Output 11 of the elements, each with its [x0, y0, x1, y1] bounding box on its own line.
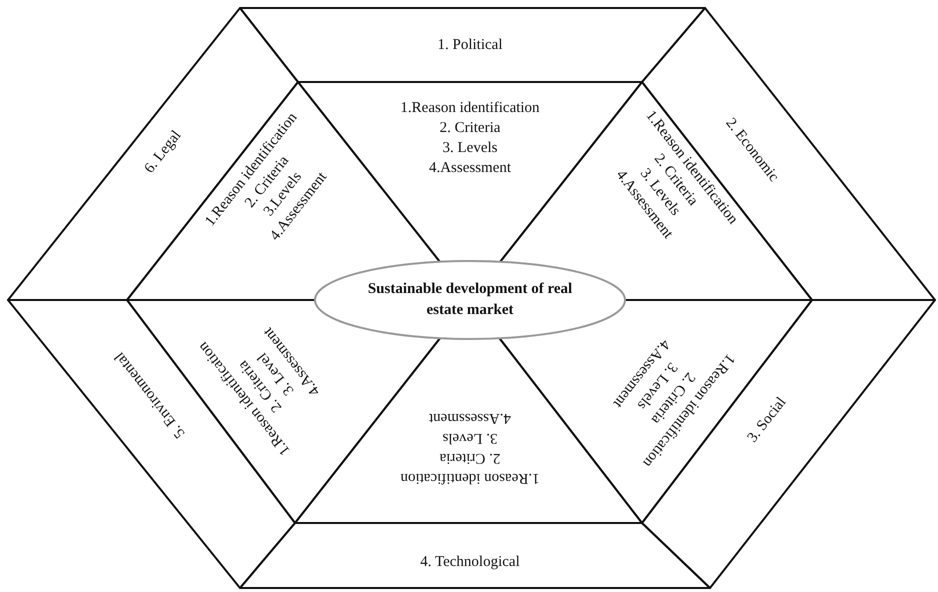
step-text: 3. Levels: [442, 139, 498, 158]
step-text: 3. Levels: [442, 429, 498, 448]
step-text: 1.Reason identification: [400, 469, 540, 488]
center-title: Sustainable development of real estate market: [366, 280, 574, 320]
step-text: 1.Reason identification: [400, 99, 540, 118]
step-text: 2. Criteria: [438, 119, 502, 138]
step-text: 4.Assessment: [428, 409, 512, 428]
segment-label: 1. Political: [438, 36, 502, 55]
segment-label: 4. Technological: [420, 553, 520, 572]
step-text: 4.Assessment: [428, 159, 512, 178]
step-text: 2. Criteria: [438, 449, 502, 468]
